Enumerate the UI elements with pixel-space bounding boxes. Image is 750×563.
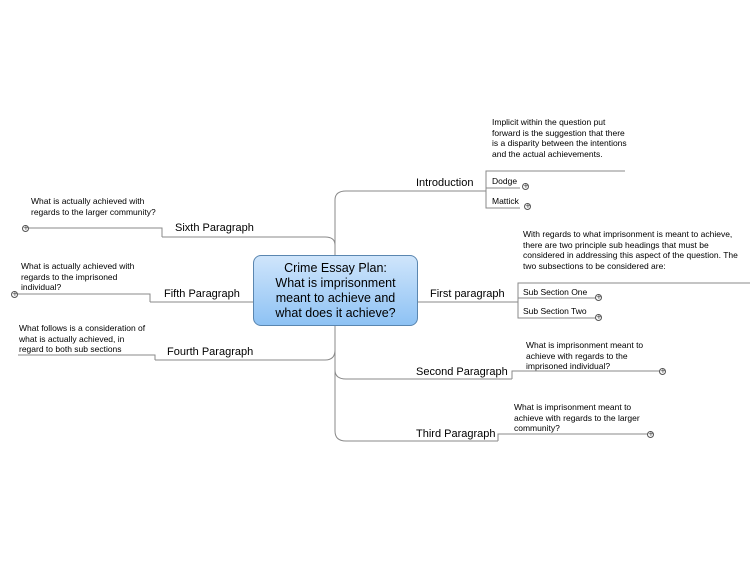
note-second-paragraph: What is imprisonment meant to achieve wi… [526, 340, 644, 371]
central-topic-line: meant to achieve and [275, 290, 396, 305]
central-topic-line: what does it achieve? [275, 305, 396, 320]
plus-circle-icon[interactable]: + [524, 202, 531, 210]
branch-introduction[interactable]: Introduction [416, 177, 474, 189]
note-third-paragraph: What is imprisonment meant to achieve wi… [514, 402, 640, 433]
subtopic-sub-section-two[interactable]: Sub Section Two [523, 306, 587, 316]
note-introduction: Implicit within the question put forward… [492, 117, 627, 159]
central-topic-line: Crime Essay Plan: [284, 260, 387, 275]
plus-circle-icon[interactable]: + [22, 224, 29, 232]
note-fourth-paragraph: What follows is a consideration of what … [19, 323, 146, 354]
central-topic[interactable]: Crime Essay Plan: What is imprisonment m… [253, 255, 418, 326]
branch-first-paragraph[interactable]: First paragraph [430, 288, 505, 300]
note-fifth-paragraph: What is actually achieved with regards t… [21, 261, 135, 292]
plus-circle-icon[interactable]: + [659, 367, 666, 375]
branch-fourth-paragraph[interactable]: Fourth Paragraph [167, 346, 254, 358]
subtopic-sub-section-one[interactable]: Sub Section One [523, 287, 588, 297]
note-sixth-paragraph: What is actually achieved with regards t… [31, 196, 156, 217]
note-first-paragraph: With regards to what imprisonment is mea… [523, 229, 738, 271]
branch-sixth-paragraph[interactable]: Sixth Paragraph [175, 222, 254, 234]
branch-second-paragraph[interactable]: Second Paragraph [416, 366, 508, 378]
plus-circle-icon[interactable]: + [595, 293, 602, 301]
plus-circle-icon[interactable]: + [647, 430, 654, 438]
subtopic-mattick[interactable]: Mattick [492, 196, 519, 206]
subtopic-dodge[interactable]: Dodge [492, 176, 518, 186]
plus-circle-icon[interactable]: + [11, 290, 18, 298]
central-topic-line: What is imprisonment [275, 275, 396, 290]
branch-third-paragraph[interactable]: Third Paragraph [416, 428, 496, 440]
plus-circle-icon[interactable]: + [522, 182, 529, 190]
plus-circle-icon[interactable]: + [595, 313, 602, 321]
branch-fifth-paragraph[interactable]: Fifth Paragraph [164, 288, 240, 300]
